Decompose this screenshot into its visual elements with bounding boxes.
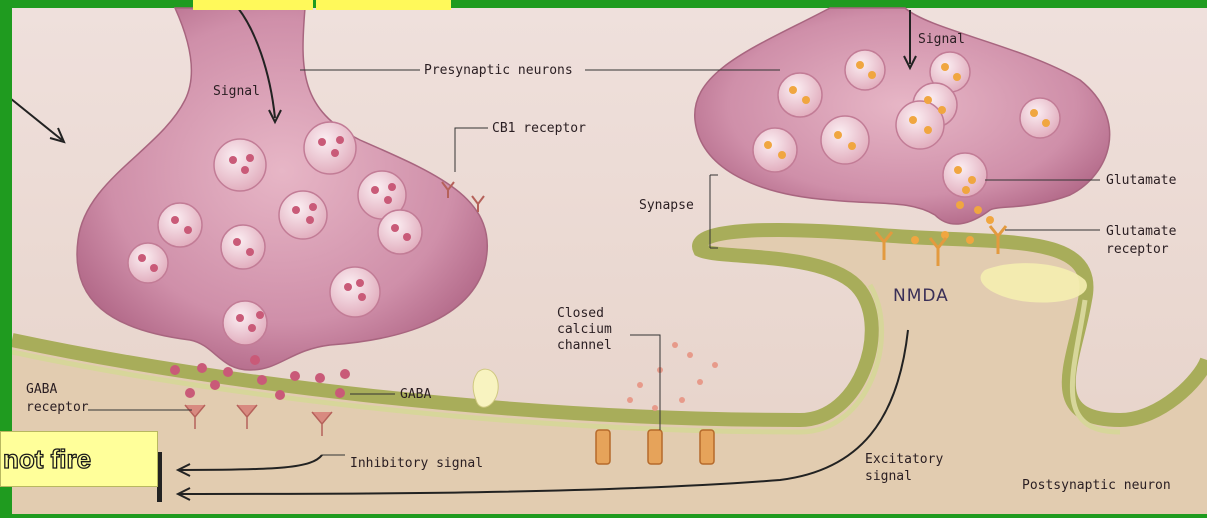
label-glutamate-receptor-line1: Glutamate xyxy=(1106,224,1176,239)
not-fire-text: not fire xyxy=(1,444,91,475)
label-closed-line3: channel xyxy=(557,338,612,353)
top-highlight-right xyxy=(316,0,451,10)
label-synapse: Synapse xyxy=(639,198,694,213)
label-closed-line2: calcium xyxy=(557,322,612,337)
label-excitatory-line1: Excitatory xyxy=(865,452,943,467)
label-postsynaptic-neuron: Postsynaptic neuron xyxy=(1022,478,1171,493)
label-excitatory-line2: signal xyxy=(865,469,912,484)
label-glutamate-receptor-line2: receptor xyxy=(1106,242,1169,257)
label-signal-right: Signal xyxy=(918,32,965,47)
label-signal-left: Signal xyxy=(213,84,260,99)
label-gaba: GABA xyxy=(400,387,431,402)
label-cb1-receptor: CB1 receptor xyxy=(492,121,586,136)
label-nmda-handwritten: NMDA xyxy=(893,286,949,306)
top-highlight-left xyxy=(193,0,313,10)
label-gaba-receptor-line1: GABA xyxy=(26,382,57,397)
label-glutamate: Glutamate xyxy=(1106,173,1176,188)
not-fire-callout: not fire xyxy=(0,431,158,487)
label-presynaptic-neurons: Presynaptic neurons xyxy=(424,63,573,78)
label-closed-line1: Closed xyxy=(557,306,604,321)
label-gaba-receptor-line2: receptor xyxy=(26,400,89,415)
label-inhibitory-signal: Inhibitory signal xyxy=(350,456,483,471)
